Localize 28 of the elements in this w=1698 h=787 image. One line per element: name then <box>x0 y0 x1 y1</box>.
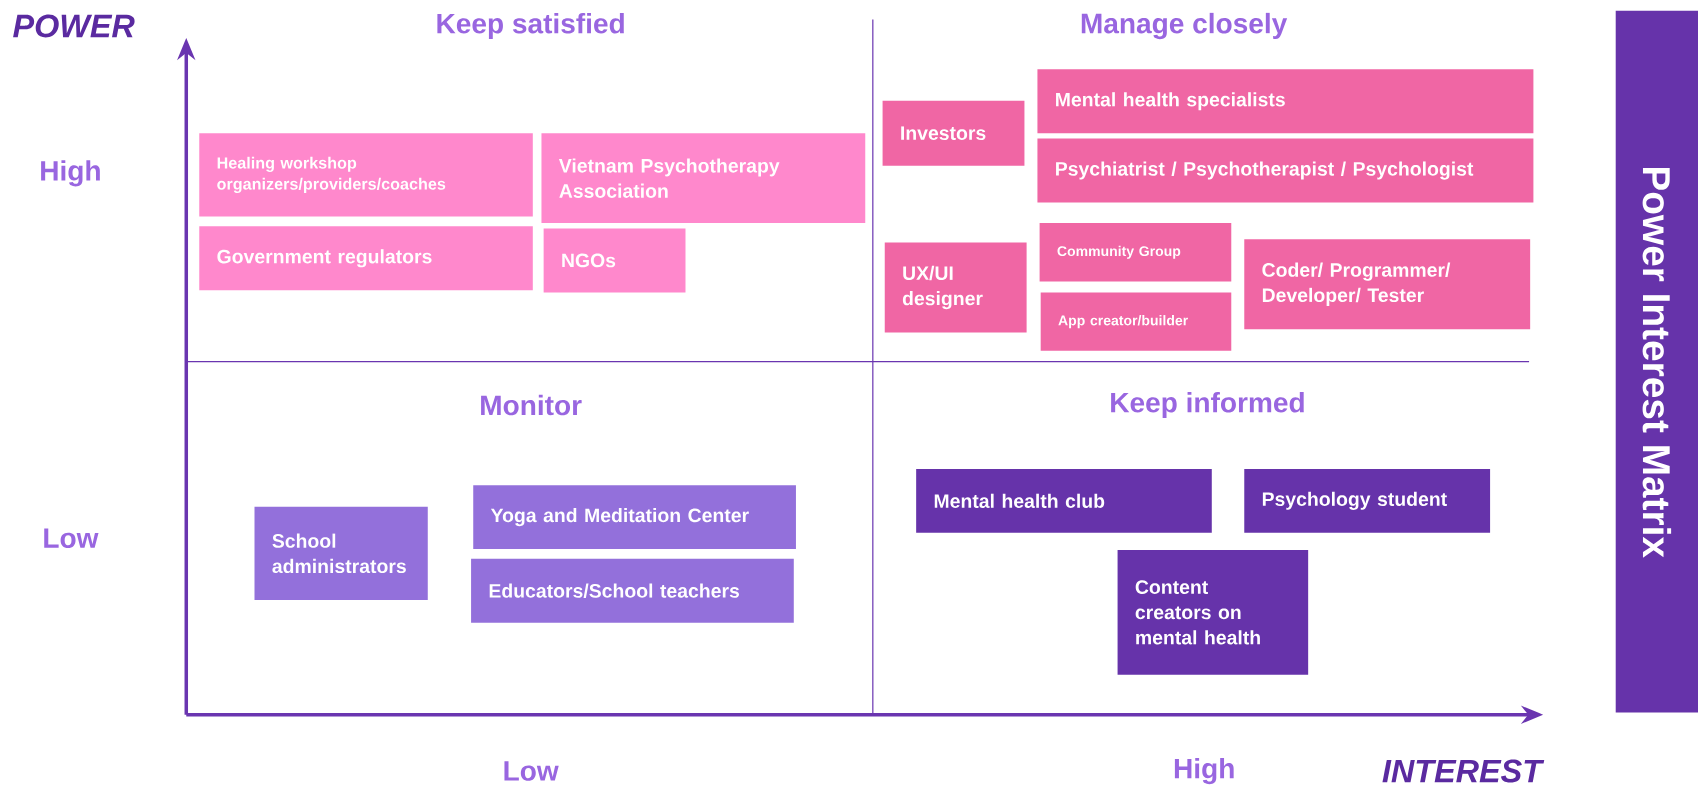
stakeholder-box: Content creators on mental health <box>1117 550 1309 675</box>
axis-tick-label: High <box>41 160 100 187</box>
stakeholder-box: Psychology student <box>1244 468 1491 533</box>
quadrant-title: Monitor <box>481 394 582 416</box>
matrix-title-band: Power Interest Matrix <box>1615 10 1698 713</box>
stakeholder-box: Psychiatrist / Psychotherapist / Psychologist <box>1037 138 1534 203</box>
stakeholder-box: Healing workshop organizers/providers/coaches <box>199 133 533 217</box>
stakeholder-box: School administrators <box>254 506 428 600</box>
quadrant-title: Keep satisfied <box>437 12 624 40</box>
stakeholder-box: Community Group <box>1039 223 1232 282</box>
axis-title: INTEREST <box>1382 759 1545 783</box>
axis-tick-label: Low <box>44 528 99 548</box>
quadrant-title: Manage closely <box>1081 12 1288 40</box>
stakeholder-box: Investors <box>882 100 1025 166</box>
stakeholder-box: Educators/School teachers <box>471 558 794 623</box>
axis-title: POWER <box>13 14 135 38</box>
stakeholder-box: Mental health club <box>916 468 1212 533</box>
quadrant-title: Keep informed <box>1111 391 1304 419</box>
axis-tick-label: High <box>1174 757 1234 785</box>
axis-tick-label: Low <box>504 761 559 781</box>
stakeholder-box: Vietnam Psychotherapy Association <box>541 133 866 224</box>
stakeholder-box: Coder/ Programmer/ Developer/ Tester <box>1244 239 1531 330</box>
stakeholder-box: Mental health specialists <box>1037 69 1534 134</box>
stakeholder-box: NGOs <box>543 228 686 293</box>
stakeholder-box: Yoga and Meditation Center <box>473 485 796 550</box>
stakeholder-box: Government regulators <box>199 226 533 291</box>
stakeholder-box: UX/UI designer <box>884 242 1027 333</box>
stakeholder-box: App creator/builder <box>1040 292 1232 351</box>
